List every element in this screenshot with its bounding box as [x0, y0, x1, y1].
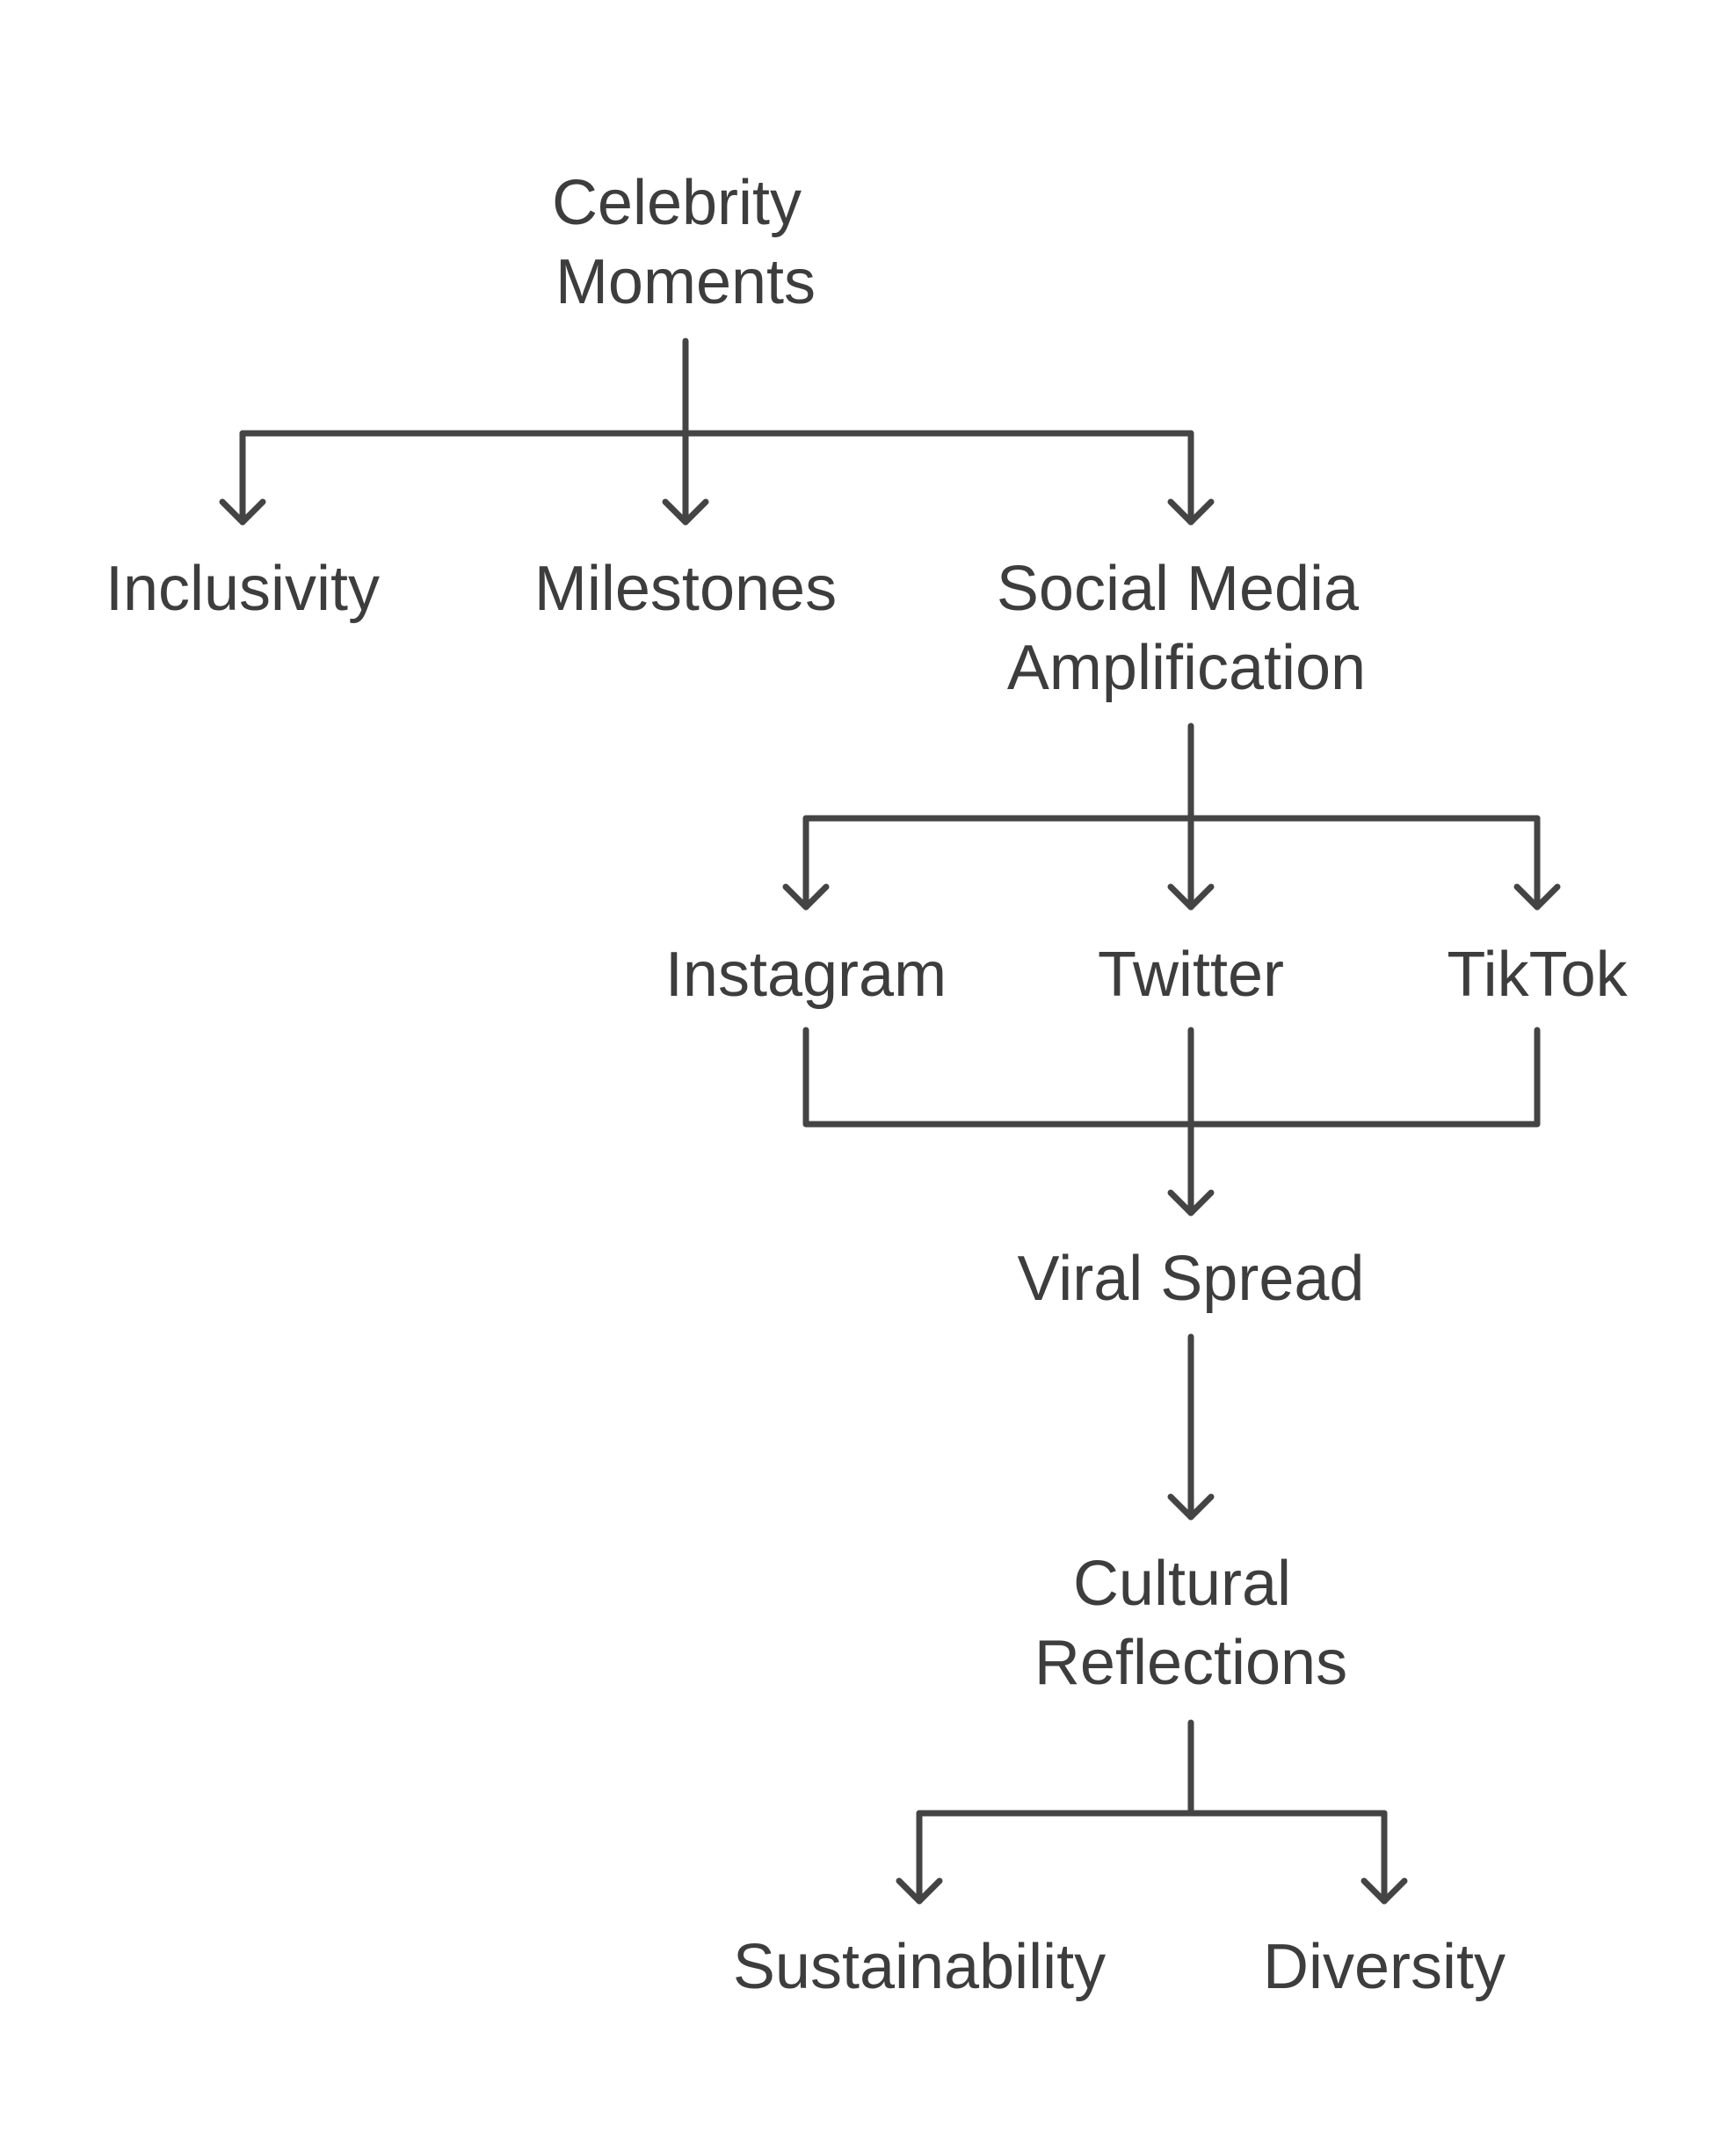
node-milestones: Milestones	[534, 554, 837, 624]
node-instagram: Instagram	[665, 940, 947, 1010]
node-labels: Celebrity Moments Inclusivity Milestones…	[105, 168, 1629, 2002]
node-twitter: Twitter	[1098, 940, 1284, 1010]
arrowhead-inclusivity	[219, 498, 266, 526]
node-tiktok: TikTok	[1447, 940, 1628, 1010]
connector-lines	[219, 338, 1561, 1905]
arrowhead-milestones	[662, 498, 709, 526]
node-celebrity-moments: Celebrity Moments	[552, 168, 819, 317]
node-social-media-amplification: Social Media Amplification	[997, 554, 1376, 703]
edge-merge-platforms	[802, 1027, 1541, 1128]
node-inclusivity: Inclusivity	[105, 554, 380, 624]
arrowhead-viral-spread	[1167, 1189, 1215, 1216]
node-diversity: Diversity	[1263, 1932, 1506, 2002]
arrowhead-tiktok	[1513, 883, 1561, 911]
arrowhead-instagram	[782, 883, 830, 911]
node-cultural-reflections-line-2: Reflections	[1034, 1628, 1347, 1698]
node-social-media-line-2: Amplification	[1007, 633, 1366, 703]
node-celebrity-moments-line-2: Moments	[555, 247, 816, 317]
node-sustainability: Sustainability	[733, 1932, 1106, 2002]
node-social-media-line-1: Social Media	[997, 554, 1360, 624]
arrowhead-sustainability	[896, 1877, 943, 1905]
arrowhead-diversity	[1361, 1877, 1408, 1905]
arrowhead-cultural	[1167, 1493, 1215, 1521]
node-cultural-reflections: Cultural Reflections	[1034, 1549, 1347, 1698]
node-celebrity-moments-line-1: Celebrity	[552, 168, 802, 238]
node-cultural-reflections-line-1: Cultural	[1073, 1549, 1291, 1619]
arrowhead-social-media	[1167, 498, 1215, 526]
node-viral-spread: Viral Spread	[1018, 1244, 1365, 1314]
arrowhead-twitter	[1167, 883, 1215, 911]
